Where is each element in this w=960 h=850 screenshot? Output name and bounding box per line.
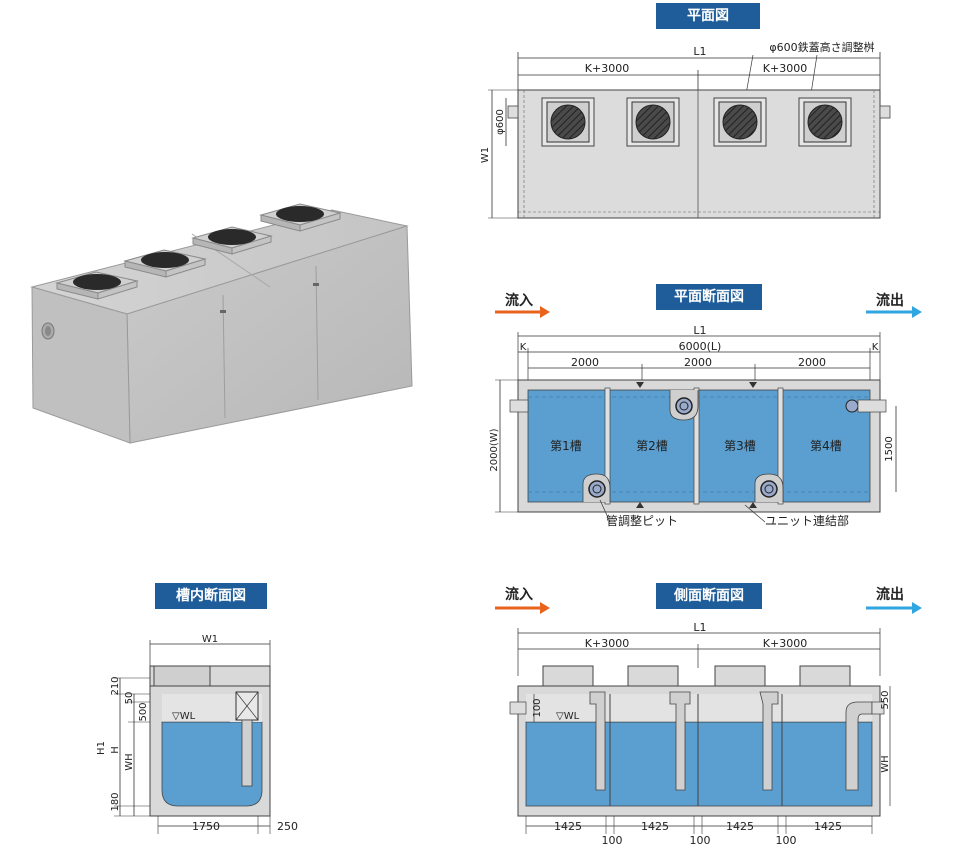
ts-h1-label: H1 [96, 741, 107, 755]
ts-wl-label: ▽WL [172, 711, 196, 722]
outflow-label-bottom: 流出 [876, 587, 904, 603]
ts-50-label: 50 [124, 692, 135, 705]
plan-section-view: L1 K K 6000(L) 2000 2000 2000 [489, 306, 922, 528]
plan-half-left-label: K+3000 [585, 62, 629, 75]
ps-k-right-label: K [872, 342, 879, 353]
chamber-2-label: 第2槽 [636, 439, 668, 453]
ps-length-label: 6000(L) [679, 340, 722, 353]
ps-pit-callout: 管調整ピット [606, 513, 678, 528]
ss-gap-2: 100 [690, 834, 711, 847]
plan-half-right-label: K+3000 [763, 62, 807, 75]
plan-callout-label: φ600鉄蓋高さ調整桝 [769, 40, 874, 54]
ss-gap-1: 100 [602, 834, 623, 847]
manhole-3-3d [191, 226, 273, 255]
side-section-title: 側面断面図 [656, 583, 762, 609]
tank-3d-view [30, 203, 413, 444]
ps-inner-label: 1500 [884, 436, 895, 461]
inflow-label-bottom: 流入 [505, 587, 533, 603]
ss-half-right-label: K+3000 [763, 637, 807, 650]
tank-section-view: W1 ▽WL 210 50 500 H1 H WH 180 [96, 634, 298, 834]
chamber-1-label: 第1槽 [550, 439, 582, 453]
ss-wl-label: ▽WL [556, 711, 580, 722]
ps-l1-label: L1 [693, 324, 706, 337]
ts-250-label: 250 [277, 820, 298, 833]
ss-l1-label: L1 [693, 621, 706, 634]
ps-seg3-label: 2000 [798, 356, 826, 369]
ss-bottom-2: 1425 [641, 820, 669, 833]
ts-wh-label: WH [124, 753, 135, 770]
ss-bottom-4: 1425 [814, 820, 842, 833]
ss-gap-3: 100 [776, 834, 797, 847]
outflow-label-top: 流出 [876, 293, 904, 309]
ss-100-label: 100 [532, 698, 543, 717]
plan-view: L1 K+3000 K+3000 φ600鉄蓋高さ調整桝 W1 φ600 [480, 40, 891, 219]
ts-1750-label: 1750 [192, 820, 220, 833]
inflow-label-top: 流入 [505, 293, 533, 309]
plan-manhole-4 [798, 97, 852, 147]
ps-seg2-label: 2000 [684, 356, 712, 369]
tank-section-title: 槽内断面図 [155, 583, 267, 609]
ss-550-label: 550 [880, 690, 891, 709]
chamber-4-label: 第4槽 [810, 439, 842, 453]
ss-half-left-label: K+3000 [585, 637, 629, 650]
manhole-4-3d [259, 203, 342, 232]
ts-w1-label: W1 [202, 634, 218, 645]
plan-l1-label: L1 [693, 45, 706, 58]
plan-w1-label: W1 [480, 147, 491, 163]
ps-unit-callout: ユニット連結部 [765, 513, 849, 528]
plan-section-title: 平面断面図 [656, 284, 762, 310]
side-section-view: L1 K+3000 K+3000 ▽WL 100 550 WH [495, 602, 922, 847]
ts-180-label: 180 [110, 792, 121, 811]
plan-manhole-1 [541, 97, 595, 147]
plan-manhole-3 [713, 97, 767, 147]
plan-manhole-2 [626, 97, 680, 147]
ss-bottom-3: 1425 [726, 820, 754, 833]
ts-h-label: H [110, 746, 121, 754]
ts-500-label: 500 [138, 702, 149, 721]
plan-phi600-label: φ600 [495, 109, 506, 135]
ss-wh-label: WH [880, 755, 891, 772]
ts-210-label: 210 [110, 676, 121, 695]
manhole-2-3d [123, 249, 207, 278]
chamber-3-label: 第3槽 [724, 439, 756, 453]
ps-k-left-label: K [520, 342, 527, 353]
ps-seg1-label: 2000 [571, 356, 599, 369]
plan-title: 平面図 [656, 3, 760, 29]
ps-width-label: 2000(W) [489, 428, 500, 471]
manhole-1-3d [55, 271, 139, 300]
ss-bottom-1: 1425 [554, 820, 582, 833]
